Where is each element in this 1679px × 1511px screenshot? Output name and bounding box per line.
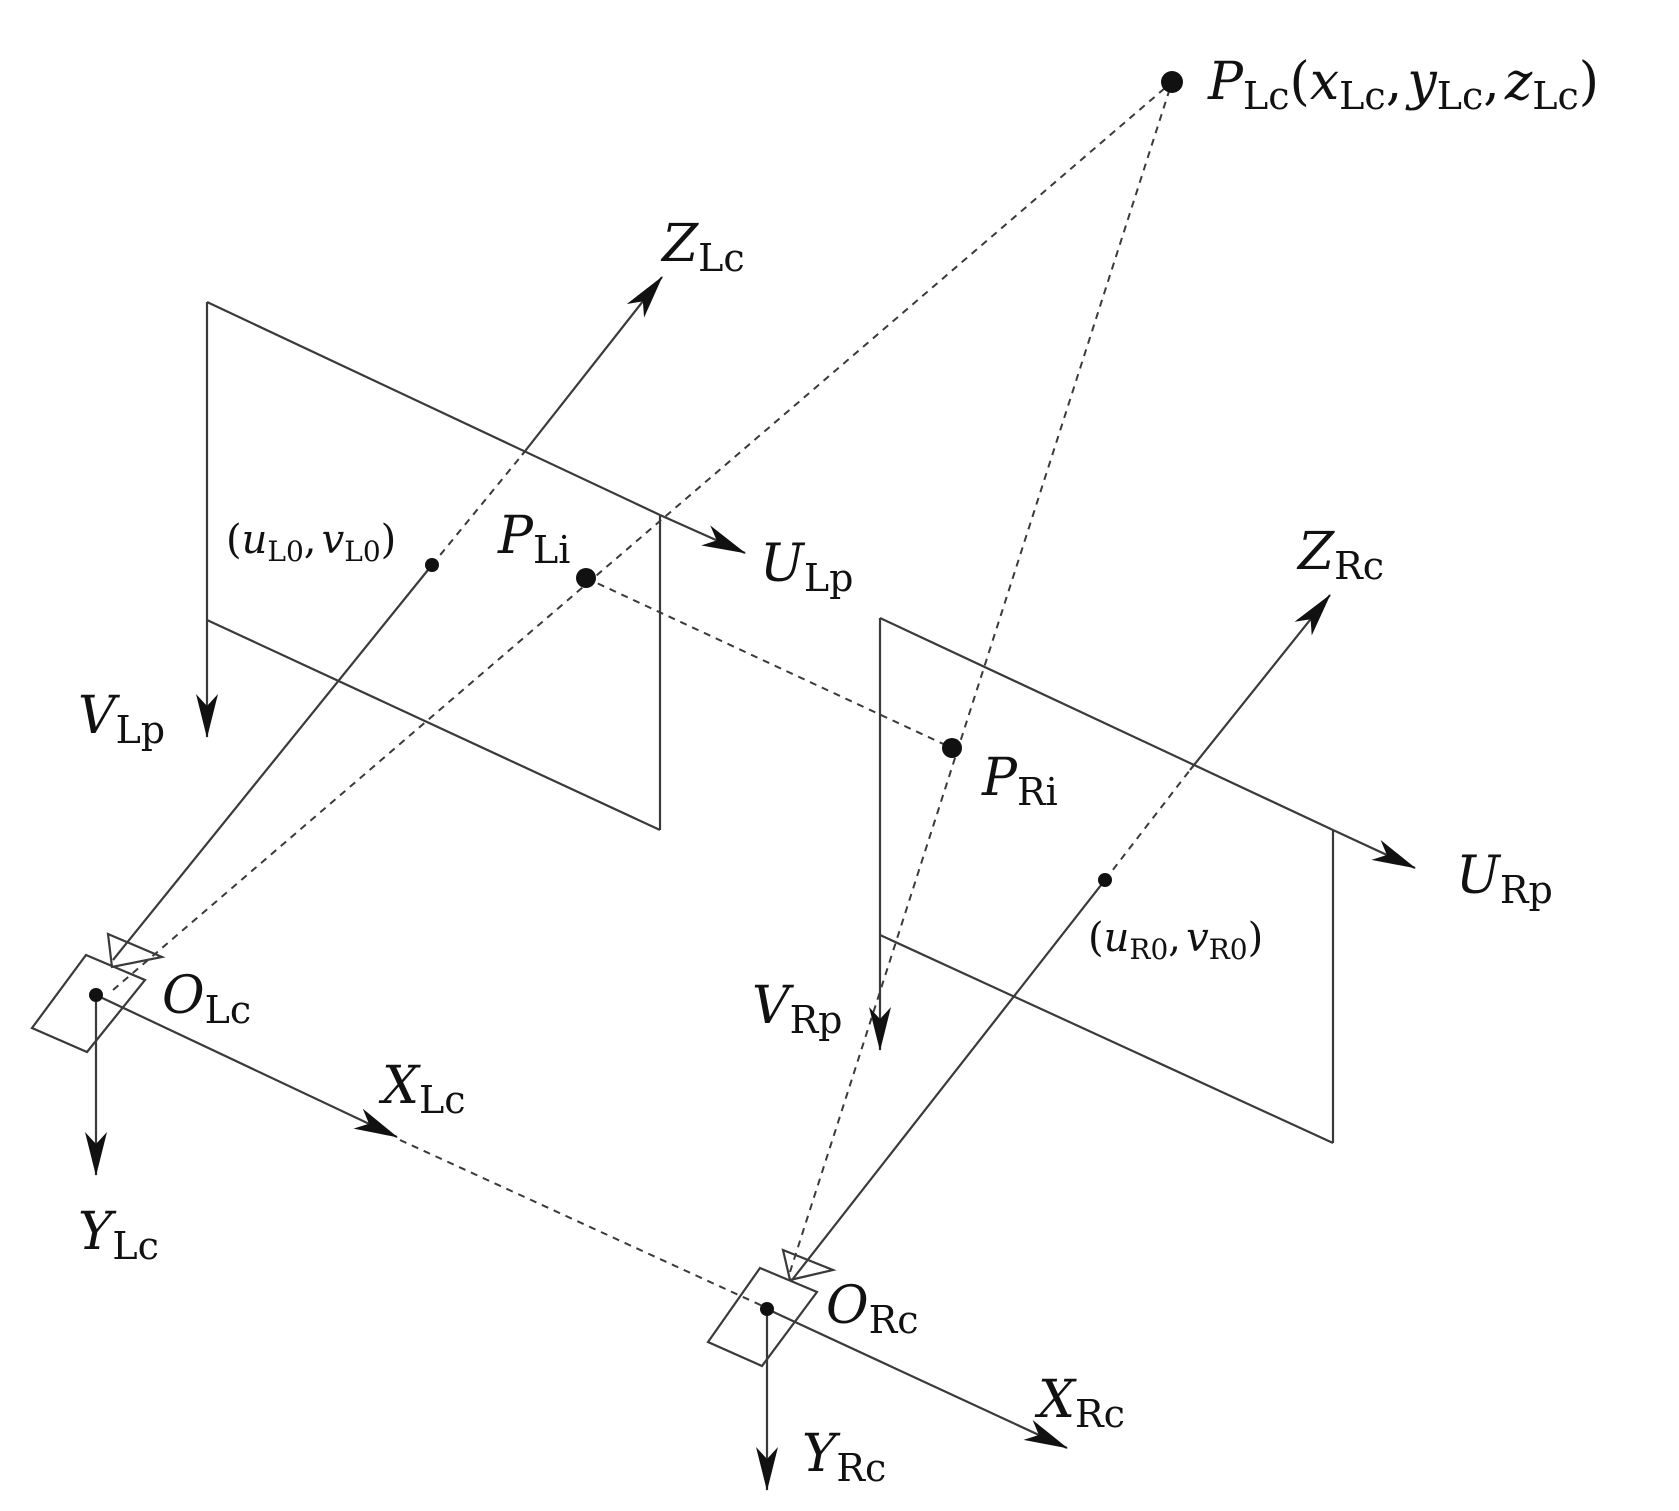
z-lc-axis-lower	[112, 564, 433, 961]
u-rp-axis	[1332, 829, 1416, 869]
o-rc-point	[760, 1302, 774, 1316]
right-image-plane	[869, 617, 1416, 1144]
ray-olc-to-plc	[112, 81, 1173, 991]
label-v-lp: VLp	[78, 686, 166, 752]
z-lc-axis-upper	[521, 276, 663, 456]
label-y-lc: YLc	[78, 1202, 159, 1268]
label-z-lc: ZLc	[662, 214, 745, 280]
label-o-rc: ORc	[826, 1276, 919, 1342]
label-y-rc: YRc	[802, 1424, 887, 1490]
p-li-point	[576, 568, 596, 588]
label-u-lp: ULp	[760, 534, 854, 600]
label-x-lc: XLc	[382, 1056, 466, 1122]
uv-l0-point	[425, 558, 439, 572]
label-p-lc: PLc(xLc, yLc, zLc)	[1208, 52, 1600, 118]
label-uv-r0: (uR0, vR0)	[1088, 915, 1264, 966]
label-p-ri: PRi	[982, 748, 1058, 814]
label-p-li: PLi	[498, 506, 571, 572]
left-camera	[30, 932, 398, 1176]
label-uv-l0: (uL0, vL0)	[226, 517, 397, 568]
left-camera-lens	[106, 932, 166, 969]
right-camera-lens	[781, 1248, 837, 1282]
label-v-rp: VRp	[752, 976, 843, 1042]
uv-r0-point	[1098, 873, 1112, 887]
z-rc-axis-upper	[1189, 594, 1331, 771]
o-lc-point	[89, 988, 103, 1002]
left-image-plane	[196, 301, 746, 831]
left-plane-top-edge	[206, 301, 661, 516]
z-lc-axis-dashed	[431, 454, 523, 566]
z-rc-axis-dashed	[1104, 769, 1191, 881]
label-z-rc: ZRc	[1298, 522, 1385, 588]
z-rc-axis-lower	[791, 879, 1106, 1281]
ray-pli-to-pri	[585, 577, 953, 749]
baseline-xlc-to-orc	[399, 1139, 768, 1309]
p-lc-point	[1161, 71, 1183, 93]
left-plane-bottom-edge	[206, 619, 661, 831]
u-lp-axis	[659, 513, 746, 555]
right-plane-top-edge	[879, 617, 1334, 831]
right-plane-bottom-edge	[879, 934, 1334, 1144]
right-camera-body	[706, 1266, 819, 1368]
label-o-lc: OLc	[162, 966, 252, 1032]
right-camera	[706, 1248, 1068, 1491]
x-rc-axis	[766, 1308, 1068, 1449]
p-ri-point	[942, 738, 962, 758]
label-x-rc: XRc	[1038, 1370, 1125, 1436]
x-lc-axis	[95, 994, 398, 1138]
ray-orc-to-plc	[789, 81, 1173, 1273]
label-u-rp: URp	[1456, 846, 1553, 912]
left-camera-body	[30, 953, 147, 1054]
